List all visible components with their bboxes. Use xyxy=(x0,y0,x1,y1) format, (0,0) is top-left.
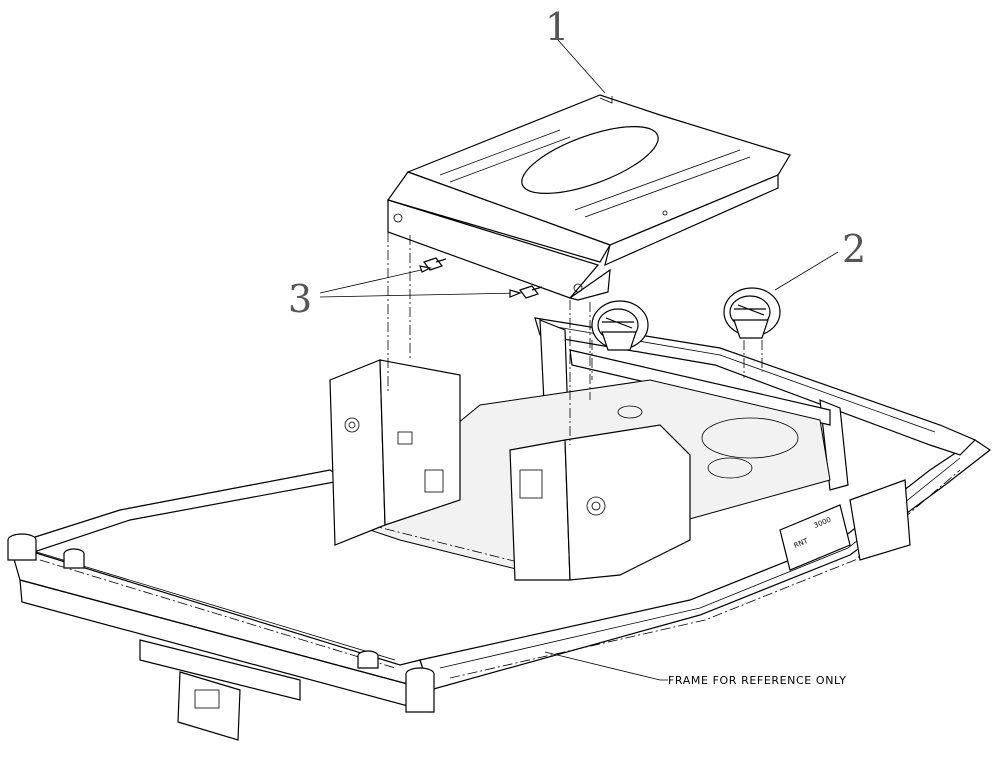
rear-right-bracket: RNT 3000 xyxy=(779,479,911,571)
reference-note-text: FRAME FOR REFERENCE ONLY xyxy=(668,674,847,687)
callout-label-1: 1 xyxy=(545,5,569,49)
callout-label-2: 2 xyxy=(842,227,866,271)
rubber-bumper-right xyxy=(723,287,781,339)
seat-pan xyxy=(387,94,791,301)
left-seat-bracket xyxy=(329,359,461,546)
hex-bolt-right xyxy=(519,285,543,299)
lower-hitch-bracket xyxy=(139,639,301,741)
callout-2: 2 xyxy=(774,227,866,291)
mower-frame: RNT 3000 xyxy=(7,317,992,741)
assembly-centerlines xyxy=(387,232,763,445)
front-knob-left xyxy=(7,533,85,569)
front-cross-rail xyxy=(8,469,347,556)
rubber-bumper-left xyxy=(591,300,649,351)
right-seat-bracket xyxy=(509,424,691,581)
callout-3: 3 xyxy=(288,265,522,321)
callout-label-3: 3 xyxy=(288,277,312,321)
callout-1: 1 xyxy=(545,5,606,94)
front-knob-right xyxy=(357,650,435,713)
reference-note: FRAME FOR REFERENCE ONLY xyxy=(544,651,847,687)
